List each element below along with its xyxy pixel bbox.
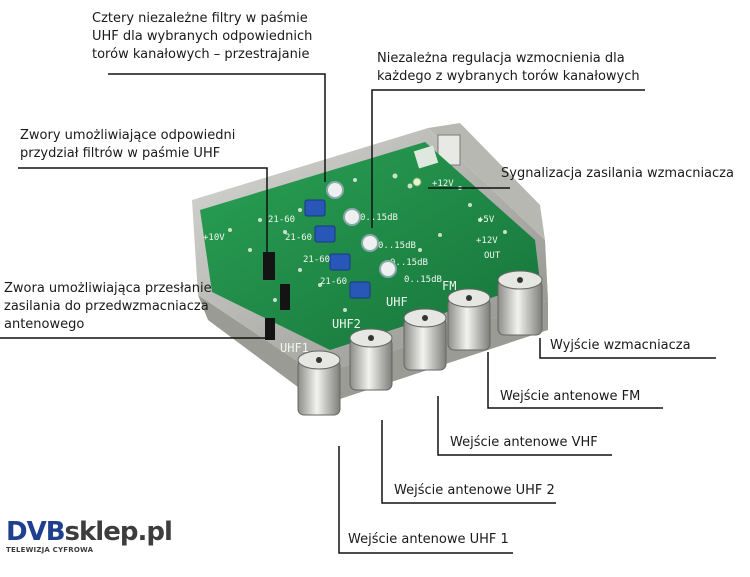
connector-output — [497, 270, 543, 336]
silk-db-2: 0..15dB — [378, 241, 416, 251]
ic-chip — [413, 145, 439, 169]
silk-v12: +12V — [432, 179, 454, 189]
board-silkscreen: +12V +10V +5V +12V OUT UHF1 UHF2 UHF FM … — [203, 179, 501, 355]
leader-filters — [108, 73, 326, 182]
label-input-uhf2: Wejście antenowe UHF 2 — [394, 483, 555, 498]
power-led — [412, 177, 422, 187]
trimmer-2 — [314, 225, 336, 243]
silk-uhf: UHF — [386, 295, 408, 309]
leader-uhf2 — [381, 420, 556, 504]
trimmer-4 — [349, 281, 371, 299]
silk-db-4: 0..15dB — [404, 275, 442, 285]
trimmer-3 — [329, 253, 351, 271]
pot-2 — [343, 208, 361, 226]
silk-ch-3: 21-60 — [303, 255, 330, 265]
leader-jumpers — [18, 167, 268, 252]
label-input-uhf1: Wejście antenowe UHF 1 — [348, 532, 509, 547]
leader-uhf1 — [338, 446, 513, 554]
label-input-fm: Wejście antenowe FM — [500, 389, 641, 404]
logo-dvb: DVB — [6, 517, 66, 547]
leader-output — [539, 338, 716, 359]
silk-db-1: 0..15dB — [360, 213, 398, 223]
connector-fm — [447, 288, 491, 351]
jumper-headers — [263, 252, 290, 340]
f-connectors — [297, 270, 543, 416]
leader-lines — [0, 73, 716, 554]
silk-v5: +5V — [478, 215, 495, 225]
pot-4 — [379, 260, 397, 278]
label-power-led: Sygnalizacja zasilania wzmacniacza — [501, 166, 734, 181]
preamp-jumper — [265, 318, 275, 340]
gain-potentiometers — [326, 181, 397, 278]
leader-gain — [371, 89, 645, 228]
silk-ch-2: 21-60 — [285, 233, 312, 243]
filter-jumper — [263, 252, 275, 280]
pcb-pads — [228, 173, 507, 312]
label-output: Wyjście wzmacniacza — [550, 338, 691, 353]
silk-out: OUT — [484, 251, 501, 261]
housing-bottom-edge — [198, 295, 548, 405]
label-input-vhf: Wejście antenowe VHF — [450, 435, 598, 450]
logo-sklep: sklep.pl — [64, 517, 173, 547]
connector-uhf1 — [297, 350, 341, 416]
pot-3 — [361, 234, 379, 252]
leader-fm — [487, 352, 663, 409]
trimmer-1 — [304, 199, 326, 217]
dvbsklep-logo: DVBsklep.pl TELEWIZJA CYFROWA — [6, 517, 173, 555]
pot-1 — [326, 181, 344, 199]
connector-uhf2 — [349, 328, 393, 391]
silk-ch-4: 21-60 — [320, 277, 347, 287]
logo-tagline: TELEWIZJA CYFROWA — [6, 546, 94, 554]
silk-uhf2: UHF2 — [332, 317, 361, 331]
silk-db-3: 0..15dB — [390, 258, 428, 268]
leader-vhf — [437, 396, 612, 456]
silk-ch-1: 21-60 — [268, 215, 295, 225]
silk-v12b: +12V — [476, 236, 498, 246]
silk-fm: FM — [442, 279, 456, 293]
connector-vhf — [403, 308, 447, 371]
silk-v10: +10V — [203, 233, 225, 243]
jumper-2 — [280, 284, 290, 310]
silk-uhf1: UHF1 — [280, 341, 309, 355]
filter-trimmers — [304, 199, 371, 299]
